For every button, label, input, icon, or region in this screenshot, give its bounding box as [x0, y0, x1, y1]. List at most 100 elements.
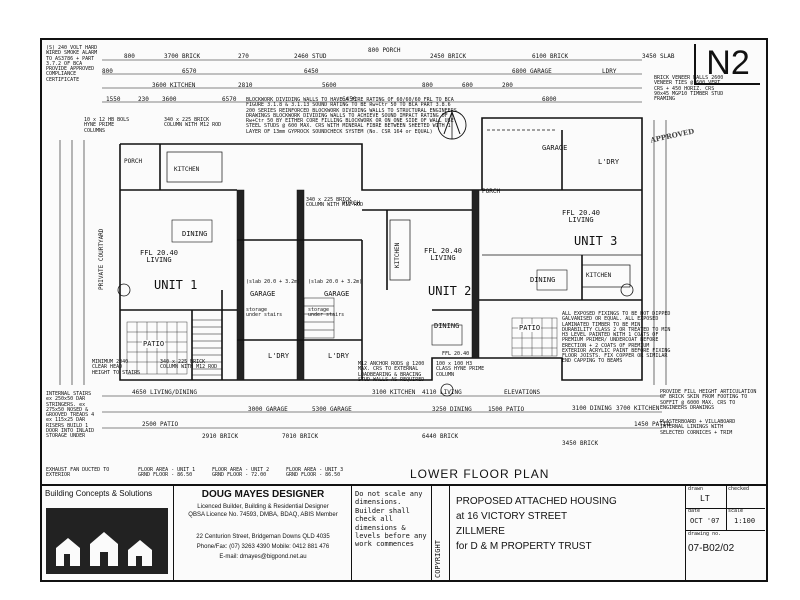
room-living-unit3: FFL 20.40 LIVING: [562, 209, 600, 225]
dim-row2-3: 6450: [304, 68, 319, 75]
note-column-unit1: 340 x 225 BRICK COLUMN WITH M12 ROD: [164, 117, 222, 129]
scale-label: scale: [728, 508, 744, 514]
note-column-low: 340 x 225 BRICK COLUMN WITH M12 ROD: [160, 359, 218, 371]
floor-plan-linework: [59, 59, 667, 429]
dim-bottom-row3-3: 6440 BRICK: [422, 433, 459, 440]
dim-row3-5: 600: [462, 82, 473, 89]
room-porch-unit2: PORCH: [342, 200, 361, 207]
dim-bottom-2: 3100 KITCHEN: [372, 389, 416, 396]
note-internal-stairs: INTERNAL STAIRS ex 250x50 DAR STRINGERS.…: [46, 391, 95, 439]
dim-bottom-6: 3700 KITCHEN: [616, 405, 660, 412]
dim-all-1: 1550: [106, 96, 121, 103]
room-porch-unit1: PORCH: [124, 158, 143, 165]
checked-label: checked: [728, 486, 750, 492]
date-value: OCT '07: [690, 517, 720, 525]
dim-top-6: 2450 BRICK: [430, 53, 467, 60]
drawing-sheet: N2: [40, 38, 768, 582]
room-garage-unit2: GARAGE: [324, 290, 350, 298]
note-minimum-head: MINIMUM 2040 CLEAR HEAD HEIGHT TO STAIRS: [92, 359, 141, 376]
dim-row2-1: 800: [102, 68, 113, 75]
ffl-level-unit2: FFL 20.40: [442, 351, 470, 357]
room-garage-unit3: GARAGE: [542, 144, 568, 152]
room-laundry-unit3: L'DRY: [598, 158, 620, 166]
designer-address: 22 Centurion Street, Bridgeman Downs QLD…: [196, 534, 330, 540]
dim-bottom-row2-4: 1500 PATIO: [488, 406, 525, 413]
room-living-unit2: FFL 20.40 LIVING: [424, 247, 462, 263]
slab-level-2: (slab 20.0 + 3.2m): [308, 279, 363, 285]
room-living-unit1: FFL 20.40 LIVING: [140, 249, 178, 265]
room-garage-unit1: GARAGE: [250, 290, 276, 298]
note-exhaust-fan: EXHAUST FAN DUCTED TO EXTERIOR: [46, 467, 110, 479]
label-unit-1: UNIT 1: [154, 278, 198, 292]
dim-bottom-1: 4650 LIVING/DINING: [132, 389, 198, 396]
dim-bottom-row3-4: 3450 BRICK: [562, 440, 599, 447]
note-fill-height: PROVIDE FILL HEIGHT ARTICULATION OF BRIC…: [660, 389, 757, 411]
project-description: PROPOSED ATTACHED HOUSING at 16 VICTORY …: [456, 496, 617, 552]
note-columns: 10 x 12 HB BOLS HYNE PRIME COLUMNS: [84, 117, 130, 134]
storage-under-stairs-1: storage under stairs: [246, 307, 283, 319]
room-kitchen-unit1: KITCHEN: [174, 166, 200, 173]
dim-bottom-3: 4110 LIVING: [422, 389, 462, 396]
dim-row2-5: LDRY: [602, 68, 617, 75]
dim-bottom-row2-3: 5300 GARAGE: [312, 406, 352, 413]
dim-all-6: 6800: [542, 96, 557, 103]
designer-email: E-mail: dmayes@bigpond.net.au: [219, 554, 307, 560]
room-laundry-unit1: L'DRY: [268, 352, 290, 360]
dim-row2-2: 6570: [182, 68, 197, 75]
drawing-info-cell: drawn LT checked date OCT '07 scale 1:10…: [686, 486, 766, 582]
plan-title: LOWER FLOOR PLAN: [410, 467, 550, 481]
dim-bottom-5: 3100 DINING: [572, 405, 612, 412]
room-laundry-unit2: L'DRY: [328, 352, 350, 360]
dim-top-2: 3700 BRICK: [164, 53, 201, 60]
room-patio-unit2: PATIO: [518, 324, 542, 332]
houses-logo-icon: [46, 508, 168, 574]
copyright-cell: COPYRIGHT: [432, 486, 450, 582]
designer-name: DOUG MAYES DESIGNER: [201, 489, 325, 500]
room-dining-unit3: DINING: [530, 276, 556, 284]
date-label: date: [688, 508, 701, 514]
drawing-number: 07-B02/02: [688, 543, 735, 554]
note-plasterboard: PLASTERBOARD + VILLABOARD INTERNAL LININ…: [660, 419, 736, 436]
designer-role: Licenced Builder, Building & Residential…: [197, 504, 329, 510]
dim-top-7: 6100 BRICK: [532, 53, 569, 60]
sheet-id: N2: [694, 44, 760, 85]
label-unit-2: UNIT 2: [428, 284, 472, 298]
dim-top-3: 270: [238, 53, 249, 60]
disclaimer-text: Do not scale any dimensions. Builder sha…: [355, 490, 427, 549]
company-name: Building Concepts & Solutions: [45, 489, 153, 498]
dim-row3-2: 2810: [238, 82, 253, 89]
dim-row3-1: 3600 KITCHEN: [152, 82, 196, 89]
storage-under-stairs-2: storage under stairs: [308, 307, 345, 319]
room-private-courtyard: PRIVATE COURTYARD: [98, 228, 105, 290]
title-block: Building Concepts & Solutions DOUG MAYES…: [42, 484, 766, 582]
room-kitchen-unit3: KITCHEN: [586, 272, 612, 279]
slab-level-1: (slab 20.0 + 3.2m): [246, 279, 301, 285]
label-unit-3: UNIT 3: [574, 234, 618, 248]
dim-top-8: 3450 SLAB: [642, 53, 675, 60]
note-blockwork: BLOCKWORK DIVIDING WALLS TO HAVE A FIRE …: [246, 97, 457, 135]
dim-row3-6: 200: [502, 82, 513, 89]
company-cell: Building Concepts & Solutions: [42, 486, 174, 582]
dim-top-1: 800: [124, 53, 135, 60]
note-smoke-alarm: (S) 240 VOLT HARD WIRED SMOKE ALARM TO A…: [46, 45, 98, 83]
dim-bottom-row2-5: 3250 DINING: [432, 406, 472, 413]
room-dining-unit2: DINING: [434, 322, 460, 330]
dim-bottom-row2-6: 1450 PATIO: [634, 421, 671, 428]
floor-area-unit2: FLOOR AREA - UNIT 2 GRND FLOOR - 72.00: [212, 467, 270, 479]
dim-all-4: 6570: [222, 96, 237, 103]
dim-bottom-row3-1: 2910 BRICK: [202, 433, 239, 440]
designer-cell: DOUG MAYES DESIGNER Licenced Builder, Bu…: [174, 486, 352, 582]
designer-phone: Phone/Fax: (07) 3263 4390 Mobile: 0412 8…: [196, 544, 330, 550]
room-kitchen-unit2: KITCHEN: [394, 242, 401, 268]
dim-top-4: 2460 STUD: [294, 53, 327, 60]
drawn-value: LT: [700, 494, 710, 503]
project-cell: PROPOSED ATTACHED HOUSING at 16 VICTORY …: [450, 486, 686, 582]
dim-all-3: 3600: [162, 96, 177, 103]
drawn-label: drawn: [688, 486, 704, 492]
dim-all-5: 6450: [342, 96, 357, 103]
drawing-no-label: drawing no.: [688, 531, 722, 537]
disclaimer-cell: Do not scale any dimensions. Builder sha…: [352, 486, 432, 582]
note-anchor-rods: M12 ANCHOR RODS @ 1200 MAX. CRS TO EXTER…: [358, 361, 425, 383]
room-dining-unit1: DINING: [182, 230, 208, 238]
note-brick-veneer: BRICK VENEER WALLS 2600 VENEER TIES @ 60…: [654, 75, 724, 102]
